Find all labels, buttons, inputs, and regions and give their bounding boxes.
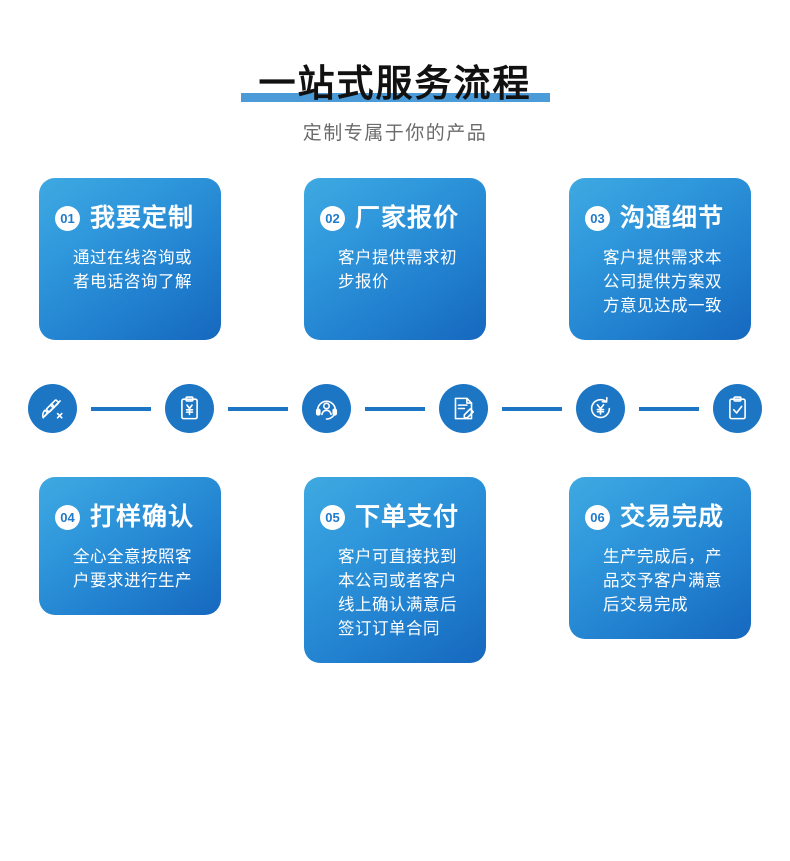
step-card-06[interactable]: 06 交易完成 生产完成后，产品交予客户满意后交易完成 [569,477,751,639]
step-card-03[interactable]: 03 沟通细节 客户提供需求本公司提供方案双方意见达成一致 [569,178,751,340]
step-number-badge-04: 04 [55,504,80,530]
step-title-05: 下单支付 [355,503,460,531]
page-subtitle: 定制专属于你的产品 [302,123,488,144]
step-title-03: 沟通细节 [620,204,725,232]
connector-line-2 [228,406,288,411]
page-header: 一站式服务流程 定制专属于你的产品 [0,0,790,146]
headset-support-icon[interactable] [302,384,351,433]
step-number-badge-03: 03 [585,205,610,231]
connector-line-4 [502,406,562,411]
title-wrapper: 一站式服务流程 [240,62,550,106]
step-card-06-head: 06 交易完成 [585,503,735,531]
step-card-05-head: 05 下单支付 [320,503,470,531]
step-card-01[interactable]: 01 我要定制 通过在线咨询或者电话咨询了解 [39,178,221,340]
step-card-05[interactable]: 05 下单支付 客户可直接找到本公司或者客户线上确认满意后签订订单合同 [304,477,486,663]
step-card-03-head: 03 沟通细节 [585,204,735,232]
step-body-03: 客户提供需求本公司提供方案双方意见达成一致 [603,249,722,315]
step-card-01-head: 01 我要定制 [55,204,205,232]
step-title-06: 交易完成 [620,503,725,531]
step-body-01: 通过在线咨询或者电话咨询了解 [73,249,192,291]
yen-refresh-payment-icon[interactable] [576,384,625,433]
step-number-badge-06: 06 [585,504,610,530]
design-pen-ruler-icon[interactable] [28,384,77,433]
steps-row-bottom: 04 打样确认 全心全意按照客户要求进行生产 05 下单支付 客户可直接找到本公… [0,477,790,663]
step-body-06: 生产完成后，产品交予客户满意后交易完成 [603,548,722,614]
connector-line-3 [365,406,425,411]
step-card-02[interactable]: 02 厂家报价 客户提供需求初步报价 [304,178,486,340]
step-title-02: 厂家报价 [355,204,460,232]
steps-row-top: 01 我要定制 通过在线咨询或者电话咨询了解 02 厂家报价 客户提供需求初步报… [0,178,790,340]
step-body-04: 全心全意按照客户要求进行生产 [73,548,192,590]
step-body-02: 客户提供需求初步报价 [338,249,457,291]
page-title: 一站式服务流程 [258,63,532,104]
clipboard-check-complete-icon[interactable] [713,384,762,433]
title-underline-bar [240,93,550,102]
step-card-02-head: 02 厂家报价 [320,204,470,232]
step-title-01: 我要定制 [90,204,195,232]
step-title-04: 打样确认 [90,503,195,531]
step-number-badge-05: 05 [320,504,345,530]
step-body-05: 客户可直接找到本公司或者客户线上确认满意后签订订单合同 [338,548,457,638]
document-sign-pen-icon[interactable] [439,384,488,433]
step-number-badge-02: 02 [320,205,345,231]
step-number-badge-01: 01 [55,205,80,231]
process-icon-strip [0,384,790,433]
connector-line-1 [91,406,151,411]
step-card-04[interactable]: 04 打样确认 全心全意按照客户要求进行生产 [39,477,221,615]
connector-line-5 [639,406,699,411]
clipboard-yen-quote-icon[interactable] [165,384,214,433]
step-card-04-head: 04 打样确认 [55,503,205,531]
